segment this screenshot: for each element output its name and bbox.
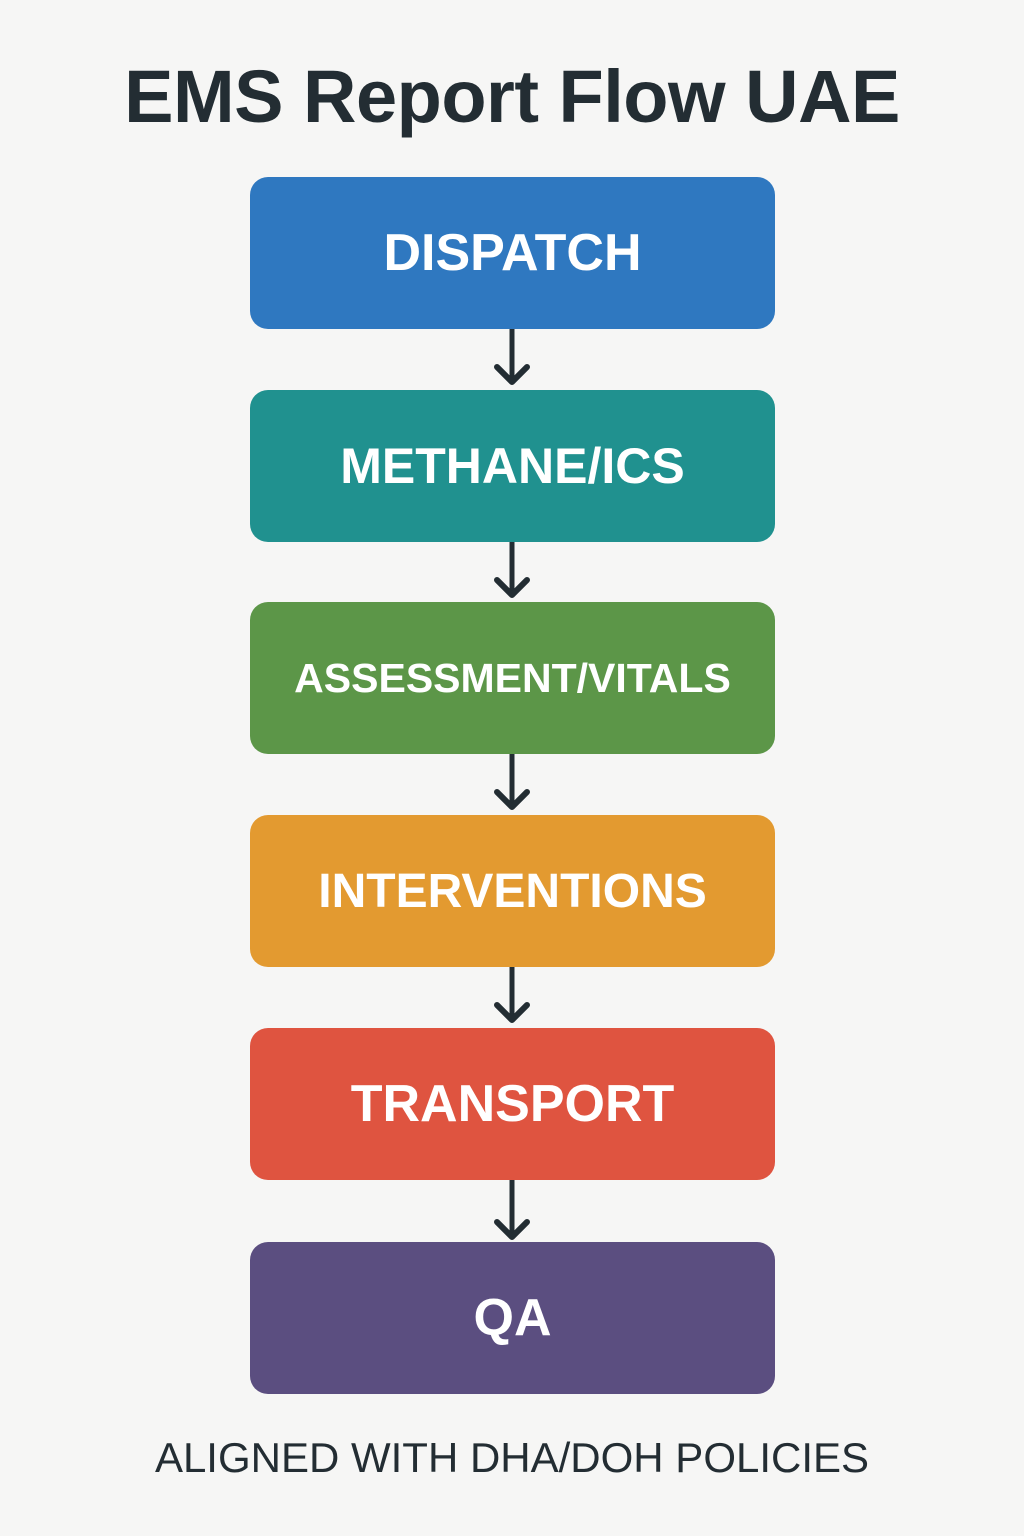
step-qa: QA <box>250 1242 775 1394</box>
step-label: TRANSPORT <box>350 1075 675 1133</box>
arrow-down-icon <box>492 754 532 812</box>
arrow-down-icon <box>492 1180 532 1242</box>
diagram-title: EMS Report Flow UAE <box>124 55 900 138</box>
step-label: QA <box>473 1289 552 1347</box>
arrow-down-icon <box>492 329 532 387</box>
footer-note: ALIGNED WITH DHA/DOH POLICIES <box>154 1434 870 1481</box>
step-methane-ics: METHANE/ICS <box>250 390 775 542</box>
step-dispatch: DISPATCH <box>250 177 775 329</box>
step-assessment-vitals: ASSESSMENT/VITALS <box>250 602 775 754</box>
step-label: ASSESSMENT/VITALS <box>294 654 731 701</box>
step-label: INTERVENTIONS <box>318 864 707 918</box>
step-label: DISPATCH <box>383 224 642 282</box>
arrow-down-icon <box>492 967 532 1025</box>
step-transport: TRANSPORT <box>250 1028 775 1180</box>
step-label: METHANE/ICS <box>340 438 685 494</box>
arrow-down-icon <box>492 542 532 600</box>
step-interventions: INTERVENTIONS <box>250 815 775 967</box>
